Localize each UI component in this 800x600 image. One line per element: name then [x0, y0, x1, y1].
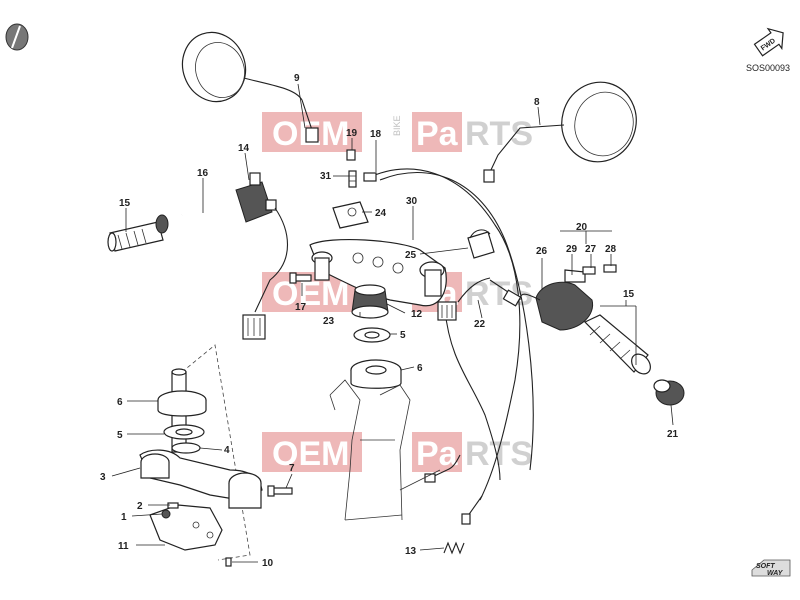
- callout-4: 4: [224, 445, 230, 456]
- forward-arrow-icon: FWD: [753, 27, 784, 57]
- callout-1: 1: [121, 512, 127, 523]
- steering-stem-nut: [351, 284, 389, 319]
- callout-2: 2: [137, 501, 143, 512]
- callout-11: 11: [118, 541, 129, 552]
- callout-12: 12: [411, 309, 423, 320]
- top-bridge: [309, 238, 447, 307]
- callout-6: 6: [417, 363, 423, 374]
- left-grip: [107, 214, 169, 252]
- logo-text-bottom: WAY: [767, 570, 784, 577]
- callout-21: 21: [667, 429, 679, 440]
- watermark-text: OEM: [272, 435, 349, 473]
- diagram-code: SOS00093: [746, 63, 790, 73]
- callout-labels: 9 8 19 18 14 16 31 30 15 24 20 26 29 27 …: [100, 73, 679, 569]
- bracket-plate: [149, 504, 223, 551]
- frame-steering-head: [329, 379, 441, 521]
- bolt: [267, 485, 293, 497]
- watermark: OEM Pa RTS BIKE OEM Pa RTS OEM Pa RTS: [262, 112, 533, 473]
- softway-logo: SOFT WAY: [751, 559, 791, 577]
- callout-18: 18: [370, 129, 382, 140]
- callout-14: 14: [238, 143, 250, 154]
- bolt: [289, 272, 312, 284]
- callout-5b: 5: [117, 430, 123, 441]
- washer: [163, 424, 205, 440]
- callout-10: 10: [262, 558, 274, 569]
- watermark-text: RTS: [465, 275, 533, 313]
- spring: [443, 541, 465, 555]
- bolt: [161, 502, 232, 567]
- callout-29: 29: [566, 244, 578, 255]
- callout-3: 3: [100, 472, 106, 483]
- leader-lines: [111, 83, 674, 563]
- bottom-bridge: [139, 449, 263, 509]
- callout-25: 25: [405, 250, 417, 261]
- callout-13: 13: [405, 546, 417, 557]
- callout-19: 19: [346, 128, 358, 139]
- callout-16: 16: [197, 168, 209, 179]
- callout-23: 23: [323, 316, 335, 327]
- callout-31: 31: [320, 171, 332, 182]
- bolt: [346, 149, 357, 188]
- callout-5: 5: [400, 330, 406, 341]
- logo-text-top: SOFT: [756, 563, 775, 570]
- callout-30: 30: [406, 196, 418, 207]
- right-grip: [583, 314, 651, 375]
- callout-20: 20: [576, 222, 588, 233]
- callout-22: 22: [474, 319, 486, 330]
- callout-6b: 6: [117, 397, 123, 408]
- callout-8: 8: [534, 97, 540, 108]
- callout-28: 28: [605, 244, 617, 255]
- page-curl-icon: [5, 23, 29, 51]
- callout-7: 7: [289, 463, 295, 474]
- handlebar-upper-holder: [332, 201, 369, 229]
- left-switch-housing: [235, 172, 289, 340]
- watermark-text: RTS: [465, 115, 533, 153]
- dashed-outline: [181, 344, 251, 561]
- bearing: [157, 390, 207, 417]
- right-switch-housing: [519, 264, 617, 331]
- callout-9: 9: [294, 73, 300, 84]
- watermark-text: BIKE: [392, 115, 402, 136]
- bar-end-weight: [653, 379, 685, 406]
- callout-17: 17: [295, 302, 307, 313]
- bearing: [350, 359, 402, 389]
- left-mirror: [181, 31, 319, 143]
- right-mirror: [483, 81, 637, 183]
- washer: [353, 327, 391, 343]
- dust-seal: [171, 442, 201, 454]
- callout-26: 26: [536, 246, 548, 257]
- right-cable: [437, 277, 522, 481]
- clamp-25: [467, 229, 495, 259]
- callout-15: 15: [119, 198, 131, 209]
- watermark-text: Pa: [416, 115, 459, 153]
- throttle-cables: [363, 168, 534, 525]
- callout-27: 27: [585, 244, 597, 255]
- callout-15b: 15: [623, 289, 635, 300]
- callout-24: 24: [375, 208, 387, 219]
